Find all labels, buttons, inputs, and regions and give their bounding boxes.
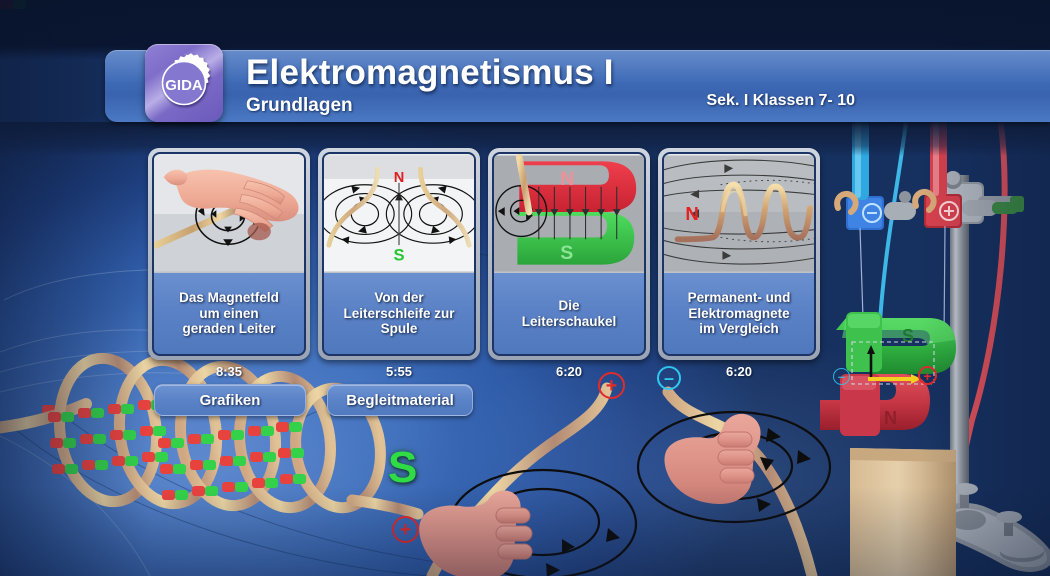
header-bar (105, 50, 1050, 122)
hand-straight-conductor-art (154, 155, 304, 272)
north-pole-label: N (685, 203, 698, 224)
header-title-block: Elektromagnetismus I Grundlagen (246, 52, 614, 117)
coil-positive-terminal-icon: + (392, 516, 419, 543)
gida-logo[interactable]: GIDA (145, 44, 223, 122)
chapter-card-2-duration: 5:55 (385, 364, 413, 379)
chapter-card-3-label: Die Leiterschaukel (494, 273, 644, 354)
page-title: Elektromagnetismus I (246, 53, 614, 92)
page-subtitle: Grundlagen (246, 95, 353, 116)
chapter-card-1-duration: 8:35 (215, 364, 243, 379)
chapter-card-3[interactable]: N S Die Leiterschaukel 6:20 (488, 148, 650, 379)
current-loop-field-art: N S (324, 155, 474, 272)
gida-logo-text: GIDA (165, 77, 203, 94)
chapter-card-1-thumbnail (154, 154, 304, 273)
begleitmaterial-button[interactable]: Begleitmaterial (327, 384, 473, 416)
solenoid-coil-field-art: N (664, 155, 814, 272)
plus-glyph: + (923, 367, 932, 384)
grade-level-label: Sek. I Klassen 7- 10 (706, 92, 855, 109)
chapter-card-3-duration: 6:20 (555, 364, 583, 379)
chapter-card-4[interactable]: N Permanent- und Elektromagnete im Vergl… (658, 148, 820, 379)
minus-glyph: – (837, 369, 846, 384)
chapter-card-2-thumbnail: N S (324, 154, 474, 273)
header-shine (105, 50, 1050, 84)
south-pole-label: S (393, 246, 404, 265)
chapter-card-1-label: Das Magnetfeld um einen geraden Leiter (154, 273, 304, 354)
chapter-card-1[interactable]: Das Magnetfeld um einen geraden Leiter 8… (148, 148, 310, 379)
chapter-card-4-duration: 6:20 (725, 364, 753, 379)
chapter-card-list: Das Magnetfeld um einen geraden Leiter 8… (148, 148, 838, 379)
chapter-card-4-title: Permanent- und Elektromagnete im Verglei… (687, 290, 791, 337)
north-pole-label: N (394, 170, 405, 186)
u-magnet-swing-art: N S (494, 154, 644, 272)
chapter-card-2-title: Von der Leiterschleife zur Spule (343, 290, 455, 337)
chapter-card-3-thumbnail: N S (494, 154, 644, 273)
plus-glyph: + (399, 518, 412, 541)
south-pole-label: S (560, 242, 573, 264)
coil-south-pole-label: S (388, 443, 418, 492)
chapter-card-4-label: Permanent- und Elektromagnete im Verglei… (664, 273, 814, 354)
gear-icon: GIDA (161, 53, 211, 106)
chapter-card-1-title: Das Magnetfeld um einen geraden Leiter (179, 290, 279, 337)
chapter-card-3-title: Die Leiterschaukel (521, 298, 617, 329)
grafiken-button[interactable]: Grafiken (154, 384, 306, 416)
north-pole-label: N (560, 168, 574, 190)
chapter-card-2[interactable]: N S Von der Leiterschleife zur Spule 5:5… (318, 148, 480, 379)
chapter-card-4-thumbnail: N (664, 154, 814, 273)
magnet-positive-terminal-icon: + (918, 366, 937, 385)
chapter-card-2-label: Von der Leiterschleife zur Spule (324, 273, 474, 354)
